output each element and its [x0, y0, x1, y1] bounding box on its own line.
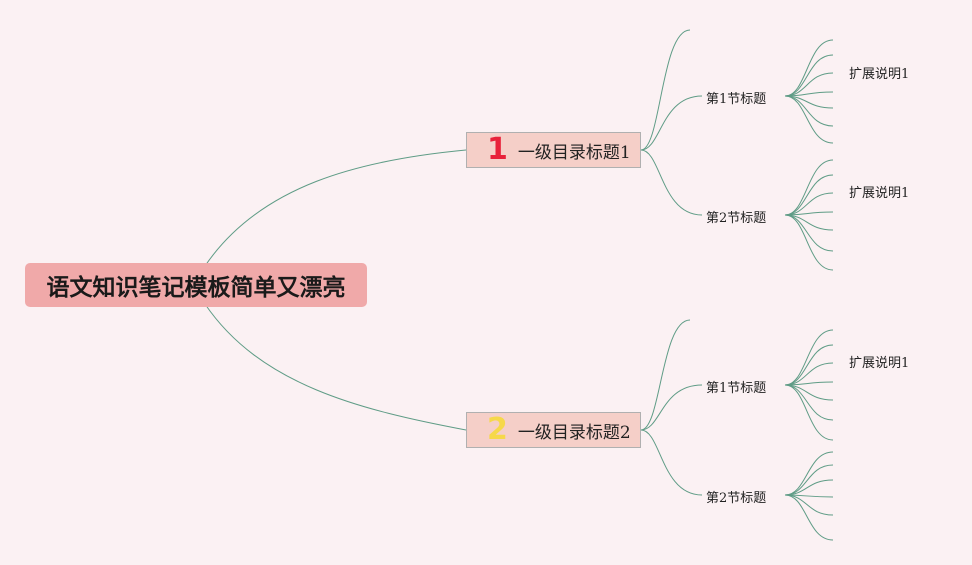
edge-leaf-1-2-0 [784, 159, 834, 216]
detail-topic-1-1[interactable]: 扩展说明1 [849, 67, 910, 82]
root-topic[interactable]: 语文知识笔记模板简单又漂亮 [25, 263, 367, 307]
edge-leaf-1-2-2 [784, 192, 834, 216]
edge-root-branch-2 [204, 303, 467, 431]
edge-leaf-1-2-6 [784, 214, 834, 271]
edge-leaf-2-1-0 [784, 329, 834, 386]
edge-leaf-2-1-6 [784, 384, 834, 441]
edge-branch1-0 [640, 29, 691, 151]
edge-leaf-1-1-6 [784, 95, 834, 144]
edge-root-branch-1 [204, 149, 467, 267]
edge-branch1-1 [640, 95, 703, 151]
edge-leaf-1-1-0 [784, 39, 834, 97]
edge-leaf-1-2-1 [784, 174, 834, 216]
edge-leaf-2-2-0 [784, 451, 834, 496]
edge-branch2-2 [640, 429, 703, 496]
edge-branch2-1 [640, 384, 703, 431]
branch-topic-1[interactable]: 1 一级目录标题1 [466, 132, 641, 168]
edge-leaf-2-2-5 [784, 494, 834, 541]
edge-leaf-2-1-5 [784, 384, 834, 421]
detail-topic-2-1[interactable]: 扩展说明1 [849, 356, 910, 371]
detail-topic-1-2[interactable]: 扩展说明1 [849, 186, 910, 201]
root-topic-label: 语文知识笔记模板简单又漂亮 [46, 275, 346, 301]
edge-leaf-1-1-2 [784, 72, 834, 97]
branch-label-2: 一级目录标题2 [517, 422, 631, 443]
edge-leaf-1-1-1 [784, 54, 834, 97]
section-topic-1-2[interactable]: 第2节标题 [706, 211, 767, 226]
section-topic-2-1[interactable]: 第1节标题 [706, 381, 767, 396]
section-topic-1-1[interactable]: 第1节标题 [706, 92, 767, 107]
edge-branch2-0 [640, 319, 691, 431]
branch-topic-2[interactable]: 2 一级目录标题2 [466, 412, 641, 448]
branch-number-2: 2 [487, 412, 508, 447]
edge-leaf-2-1-1 [784, 344, 834, 386]
branch-number-1: 1 [487, 132, 508, 167]
branch-label-1: 一级目录标题1 [517, 142, 631, 163]
section-topic-2-2[interactable]: 第2节标题 [706, 491, 767, 506]
connector-lines [204, 29, 834, 541]
edge-leaf-2-1-2 [784, 362, 834, 386]
edge-branch1-2 [640, 149, 703, 216]
edge-leaf-2-2-4 [784, 494, 834, 516]
